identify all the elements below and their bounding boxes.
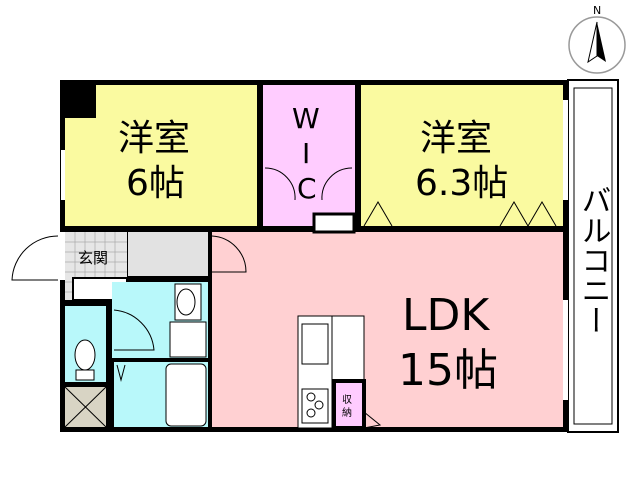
closet-doors <box>363 201 557 227</box>
wic-label-i: I <box>302 137 310 170</box>
wic-label-c: C <box>297 172 317 205</box>
ldk-label: LDK <box>402 290 490 341</box>
bathtub <box>165 363 207 427</box>
western-room-2-label: 洋室 <box>420 118 492 159</box>
storage-closet <box>332 379 366 430</box>
closet-door-box <box>312 212 356 234</box>
western-room-1-label: 洋室 <box>118 118 190 159</box>
western-room-2 <box>361 85 563 226</box>
ldk-size: 15帖 <box>398 345 498 396</box>
walk-in-closet <box>263 85 355 226</box>
storage-label-2: 納 <box>342 406 352 419</box>
hallway <box>128 232 208 276</box>
wic-doors[interactable] <box>264 167 353 201</box>
wic-label-w: W <box>292 102 320 135</box>
western-room-2-size: 6.3帖 <box>415 163 508 204</box>
ldk-room <box>212 232 563 427</box>
western-room-1-size: 6帖 <box>126 163 185 204</box>
washing-machine-space <box>169 321 207 358</box>
toilet-icon <box>74 339 96 371</box>
compass-north-label: N <box>593 4 601 17</box>
entrance-label: 玄関 <box>78 249 108 267</box>
kitchen-side-counter <box>331 315 365 381</box>
sink <box>301 323 329 365</box>
balcony-label: バルコニー <box>576 185 611 335</box>
washroom-door[interactable] <box>113 309 155 351</box>
entrance-door[interactable] <box>11 235 59 281</box>
pillar <box>60 80 96 118</box>
storage-label-1: 収 <box>342 394 352 406</box>
balcony: バルコニー <box>567 79 619 433</box>
compass-icon: N <box>568 4 626 74</box>
western-room-1 <box>65 85 257 226</box>
ldk-door[interactable] <box>211 235 247 273</box>
